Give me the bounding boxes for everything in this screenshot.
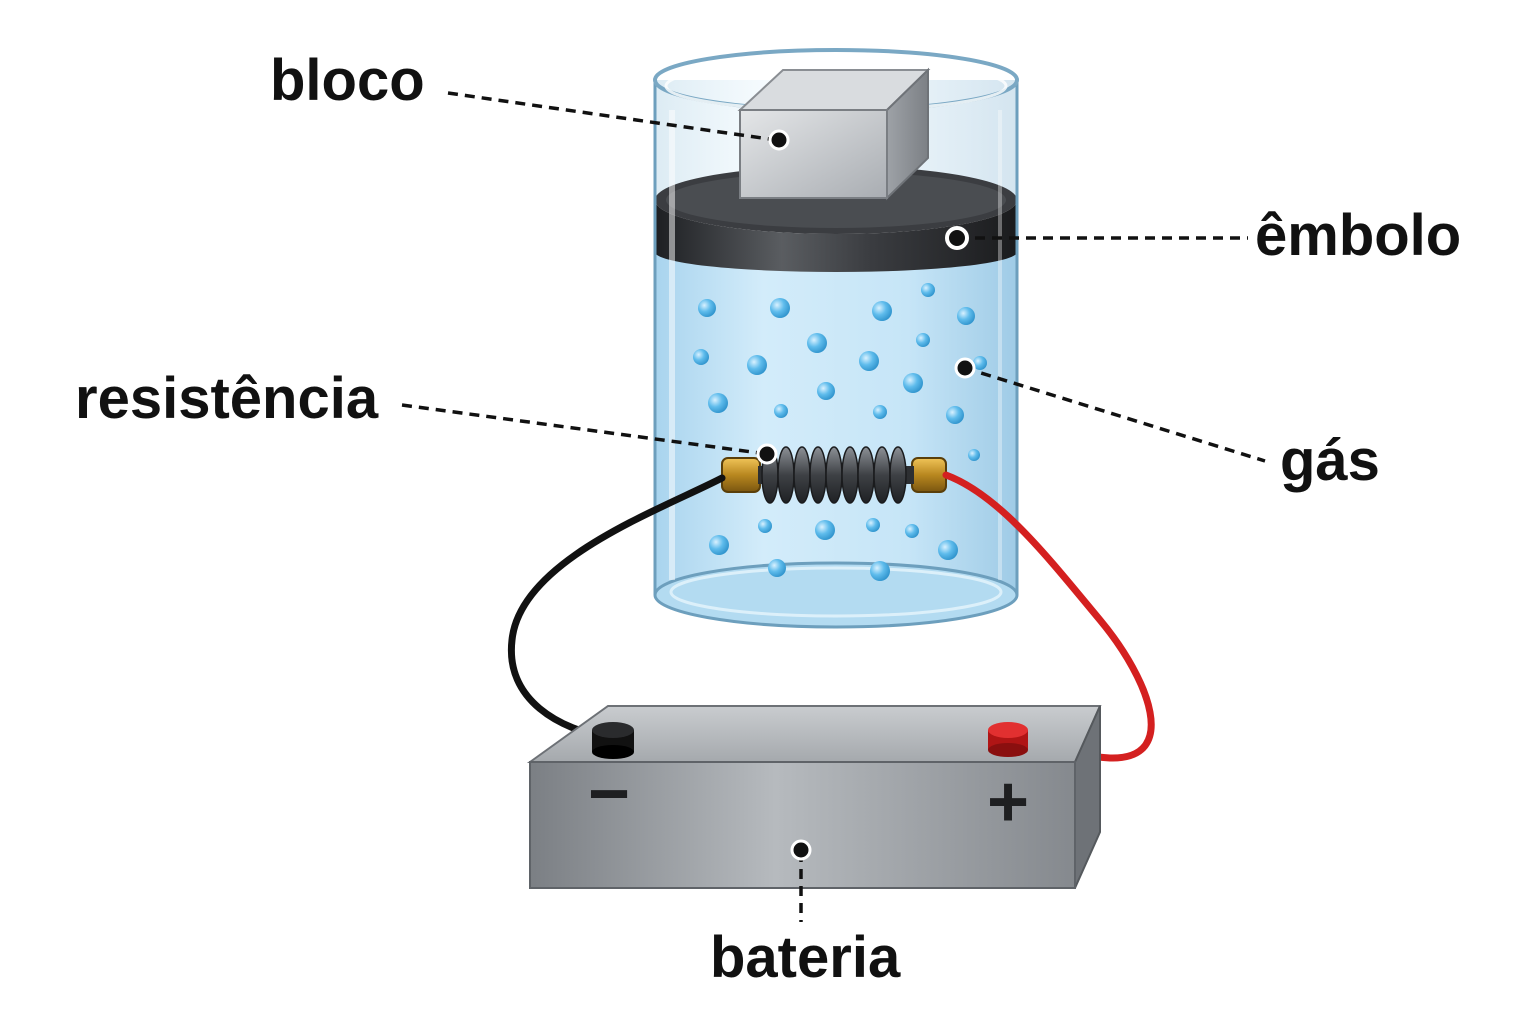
label-embolo: êmbolo [1255, 203, 1461, 268]
gas-particle [903, 373, 923, 393]
heating-coil [721, 446, 947, 504]
gas-particle [859, 351, 879, 371]
gas-particle [768, 559, 786, 577]
gas-particle [873, 405, 887, 419]
positive-sign: + [987, 762, 1029, 842]
gas-particle [872, 301, 892, 321]
gas-particle [817, 382, 835, 400]
dot-embolo [945, 226, 969, 250]
gas-particle [866, 518, 880, 532]
piston-band [655, 200, 1017, 272]
gas-particle [698, 299, 716, 317]
metal-block [737, 67, 931, 201]
label-bloco: bloco [270, 48, 425, 113]
gas-particle [973, 356, 987, 370]
labels: bloco êmbolo resistência gás bateria [75, 48, 1461, 990]
gas-particle [774, 404, 788, 418]
gas-particle [957, 307, 975, 325]
gas-particle [758, 519, 772, 533]
gas-particle [968, 449, 980, 461]
gas-particle [946, 406, 964, 424]
dot-gas [954, 357, 976, 379]
negative-sign: − [588, 754, 630, 834]
leader-gas [964, 366, 1266, 463]
gas-particle [770, 298, 790, 318]
battery: − + [526, 705, 1102, 889]
gas-particle [747, 355, 767, 375]
gas-particle [916, 333, 930, 347]
dot-bloco [768, 129, 790, 151]
gas-particle [815, 520, 835, 540]
gas-particle [708, 393, 728, 413]
label-resistencia: resistência [75, 366, 379, 431]
dot-bateria [790, 839, 812, 861]
leader-dots [756, 129, 976, 861]
label-bateria: bateria [710, 925, 901, 990]
gas-particle [807, 333, 827, 353]
gas-particle [921, 283, 935, 297]
leader-bloco [447, 91, 777, 142]
leader-resistencia [401, 403, 768, 456]
label-gas: gás [1280, 428, 1380, 493]
negative-wire [507, 474, 726, 742]
dot-resistencia [756, 443, 778, 465]
negative-terminal [592, 722, 634, 759]
gas-particle [870, 561, 890, 581]
gas-particle [938, 540, 958, 560]
positive-terminal [988, 722, 1028, 757]
gas-particles [693, 283, 987, 581]
leader-lines [401, 91, 1266, 922]
gas-particle [905, 524, 919, 538]
gas-particle [709, 535, 729, 555]
gas-particle [693, 349, 709, 365]
